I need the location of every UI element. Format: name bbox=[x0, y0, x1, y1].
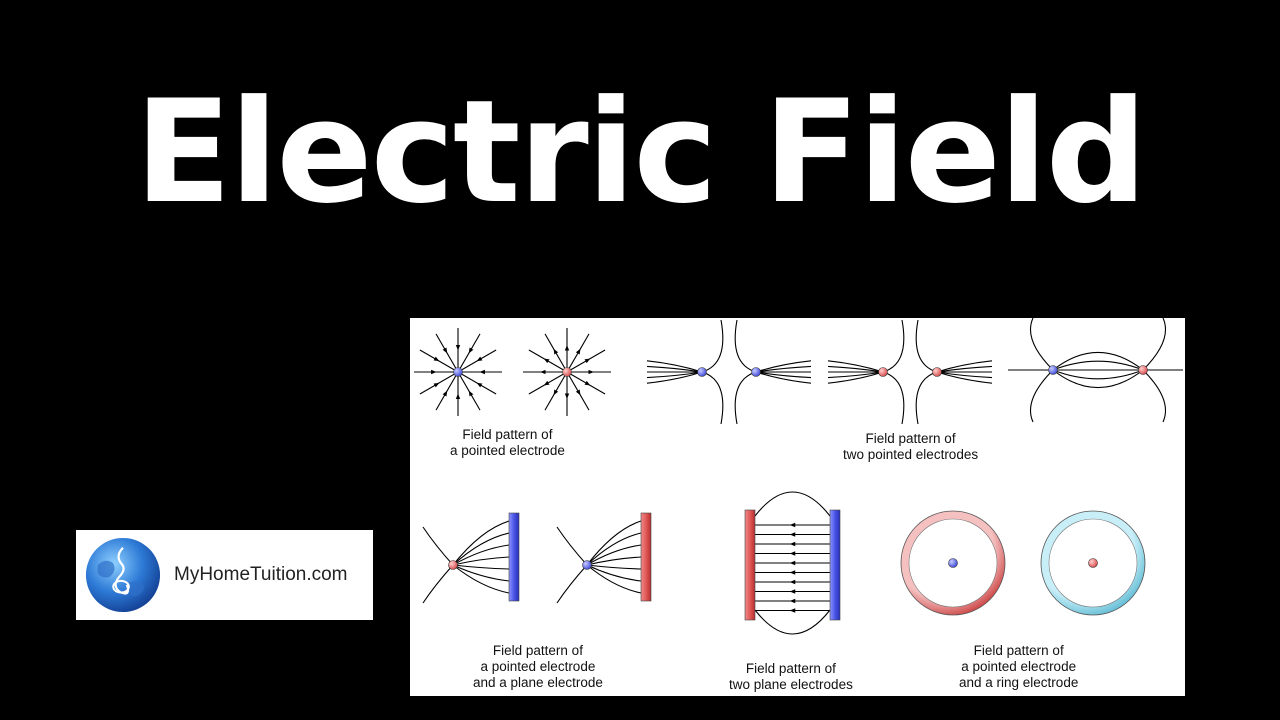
field-patterns-diagram bbox=[414, 318, 1183, 635]
field-line bbox=[452, 532, 510, 566]
caption-line: Field pattern of bbox=[492, 643, 583, 658]
field-line bbox=[586, 564, 642, 594]
positive-plate bbox=[640, 512, 652, 602]
field-line bbox=[754, 609, 831, 635]
caption-line: two pointed electrodes bbox=[843, 447, 979, 462]
caption-point-plane: Field pattern of a pointed electrode and… bbox=[473, 643, 603, 691]
field-line bbox=[882, 319, 905, 373]
field-line bbox=[1142, 369, 1167, 423]
positive-charge bbox=[562, 367, 572, 377]
negative-charge bbox=[948, 558, 958, 568]
field-line bbox=[915, 371, 938, 425]
caption-line: a pointed electrode bbox=[450, 443, 565, 458]
positive-charge bbox=[1138, 365, 1148, 375]
field-line bbox=[915, 319, 938, 373]
field-line bbox=[435, 333, 459, 373]
field-line bbox=[452, 564, 510, 594]
negative-charge bbox=[582, 560, 592, 570]
field-line bbox=[566, 371, 606, 395]
field-line bbox=[882, 371, 905, 425]
field-line bbox=[701, 319, 724, 373]
field-line bbox=[586, 544, 642, 566]
positive-charge bbox=[448, 560, 458, 570]
positive-charge bbox=[878, 367, 888, 377]
field-line bbox=[419, 371, 459, 395]
caption-two-plane-electrodes: Field pattern of two plane electrodes bbox=[729, 661, 853, 693]
field-line bbox=[1142, 318, 1167, 371]
negative-charge bbox=[453, 367, 463, 377]
caption-line: Field pattern of bbox=[865, 431, 956, 446]
negative-plate bbox=[508, 512, 520, 602]
field-line bbox=[452, 544, 510, 566]
field-line bbox=[435, 371, 459, 411]
positive-plate bbox=[744, 509, 756, 621]
negative-plate bbox=[829, 509, 841, 621]
negative-charge bbox=[697, 367, 707, 377]
field-line bbox=[556, 526, 588, 566]
field-line bbox=[1029, 369, 1054, 423]
field-line bbox=[1052, 369, 1144, 380]
logo-card: MyHomeTuition.com bbox=[76, 530, 373, 620]
field-line bbox=[734, 319, 757, 373]
page-title: Electric Field bbox=[134, 70, 1148, 235]
field-line bbox=[566, 333, 590, 373]
caption-pointed-electrode: Field pattern of a pointed electrode bbox=[450, 427, 565, 459]
field-line bbox=[544, 371, 568, 411]
field-line bbox=[528, 349, 568, 373]
field-diagram-panel: Field pattern of a pointed electrode Fie… bbox=[410, 318, 1185, 696]
caption-line: Field pattern of bbox=[973, 643, 1064, 658]
caption-line: and a ring electrode bbox=[959, 675, 1079, 690]
positive-charge bbox=[932, 367, 942, 377]
field-line bbox=[422, 526, 454, 566]
caption-point-ring: Field pattern of a pointed electrode and… bbox=[959, 643, 1078, 691]
negative-charge bbox=[1048, 365, 1058, 375]
caption-line: a pointed electrode bbox=[480, 659, 596, 674]
globe-logo-icon bbox=[85, 537, 161, 613]
caption-line: Field pattern of bbox=[462, 427, 553, 442]
positive-charge bbox=[1088, 558, 1098, 568]
field-line bbox=[1052, 351, 1144, 371]
field-line bbox=[586, 520, 642, 566]
field-line bbox=[754, 491, 831, 517]
field-line bbox=[566, 349, 606, 373]
field-line bbox=[734, 371, 757, 425]
negative-charge bbox=[751, 367, 761, 377]
field-line bbox=[1029, 318, 1054, 371]
field-line bbox=[457, 371, 497, 395]
field-line bbox=[457, 333, 481, 373]
field-line bbox=[586, 564, 642, 582]
field-line bbox=[452, 520, 510, 566]
field-line bbox=[544, 333, 568, 373]
logo-text: MyHomeTuition.com bbox=[174, 564, 348, 585]
field-line bbox=[556, 564, 588, 604]
caption-line: and a plane electrode bbox=[473, 675, 603, 690]
field-line bbox=[528, 371, 568, 395]
field-line bbox=[422, 564, 454, 604]
field-line bbox=[452, 564, 510, 582]
field-line bbox=[1052, 360, 1144, 371]
field-line bbox=[701, 371, 724, 425]
field-line bbox=[566, 371, 590, 411]
field-line bbox=[1052, 369, 1144, 389]
caption-line: a pointed electrode bbox=[961, 659, 1077, 674]
field-line bbox=[457, 349, 497, 373]
caption-line: Field pattern of bbox=[745, 661, 836, 676]
field-line bbox=[586, 532, 642, 566]
field-line bbox=[419, 349, 459, 373]
caption-two-pointed-electrodes: Field pattern of two pointed electrodes bbox=[843, 431, 978, 463]
caption-line: two plane electrodes bbox=[729, 677, 853, 692]
field-line bbox=[457, 371, 481, 411]
